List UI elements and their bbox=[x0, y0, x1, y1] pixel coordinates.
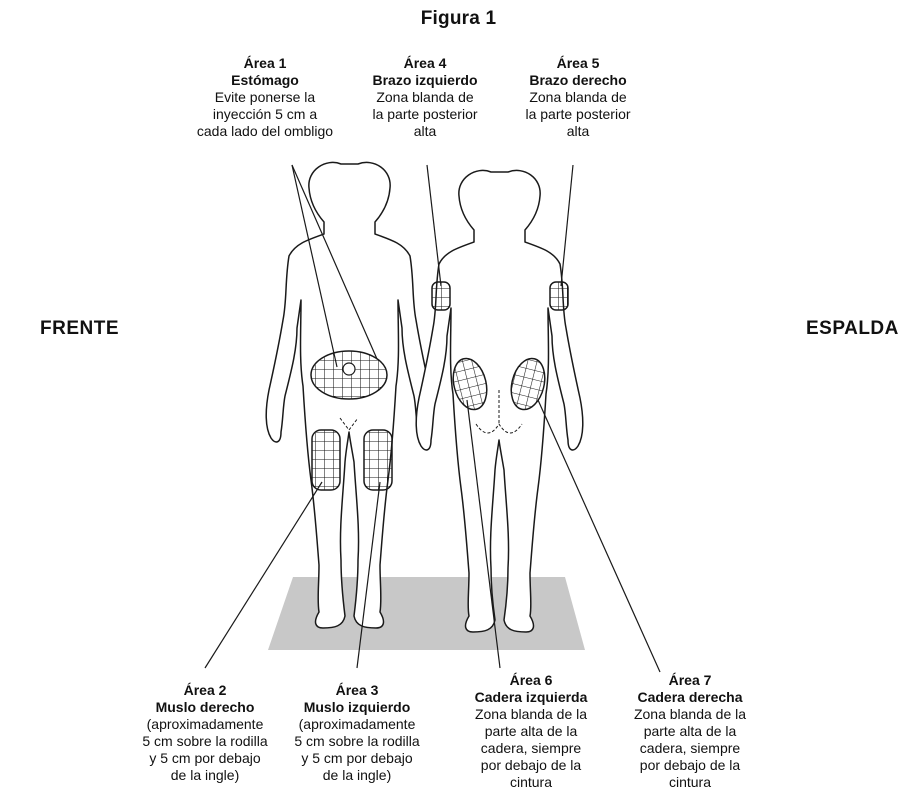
area3-description: (aproximadamente 5 cm sobre la rodilla y… bbox=[282, 716, 432, 784]
area6-heading: Área 6 bbox=[456, 672, 606, 689]
front-body-figure bbox=[266, 162, 433, 628]
leader-area4 bbox=[427, 165, 441, 286]
area6-name: Cadera izquierda bbox=[456, 689, 606, 706]
area5-name: Brazo derecho bbox=[513, 72, 643, 89]
area5-description: Zona blanda de la parte posterior alta bbox=[513, 89, 643, 140]
area1-description: Evite ponerse la inyección 5 cm a cada l… bbox=[190, 89, 340, 140]
area4-heading: Área 4 bbox=[360, 55, 490, 72]
leader-area5 bbox=[561, 165, 573, 286]
area1-name: Estómago bbox=[190, 72, 340, 89]
area5-heading: Área 5 bbox=[513, 55, 643, 72]
area7-description: Zona blanda de la parte alta de la cader… bbox=[615, 706, 765, 791]
area2-heading: Área 2 bbox=[130, 682, 280, 699]
callout-area3: Área 3 Muslo izquierdo (aproximadamente … bbox=[282, 682, 432, 784]
area4-name: Brazo izquierdo bbox=[360, 72, 490, 89]
area6-description: Zona blanda de la parte alta de la cader… bbox=[456, 706, 606, 791]
area3-heading: Área 3 bbox=[282, 682, 432, 699]
back-body-figure bbox=[416, 170, 583, 632]
callout-area2: Área 2 Muslo derecho (aproximadamente 5 … bbox=[130, 682, 280, 784]
area7-name: Cadera derecha bbox=[615, 689, 765, 706]
area7-heading: Área 7 bbox=[615, 672, 765, 689]
callout-area7: Área 7 Cadera derecha Zona blanda de la … bbox=[615, 672, 765, 791]
callout-area4: Área 4 Brazo izquierdo Zona blanda de la… bbox=[360, 55, 490, 140]
area2-name: Muslo derecho bbox=[130, 699, 280, 716]
floor-mat bbox=[268, 577, 585, 650]
area1-heading: Área 1 bbox=[190, 55, 340, 72]
area3-name: Muslo izquierdo bbox=[282, 699, 432, 716]
callout-area6: Área 6 Cadera izquierda Zona blanda de l… bbox=[456, 672, 606, 791]
area2-description: (aproximadamente 5 cm sobre la rodilla y… bbox=[130, 716, 280, 784]
area4-description: Zona blanda de la parte posterior alta bbox=[360, 89, 490, 140]
callout-area5: Área 5 Brazo derecho Zona blanda de la p… bbox=[513, 55, 643, 140]
callout-area1: Área 1 Estómago Evite ponerse la inyecci… bbox=[190, 55, 340, 140]
